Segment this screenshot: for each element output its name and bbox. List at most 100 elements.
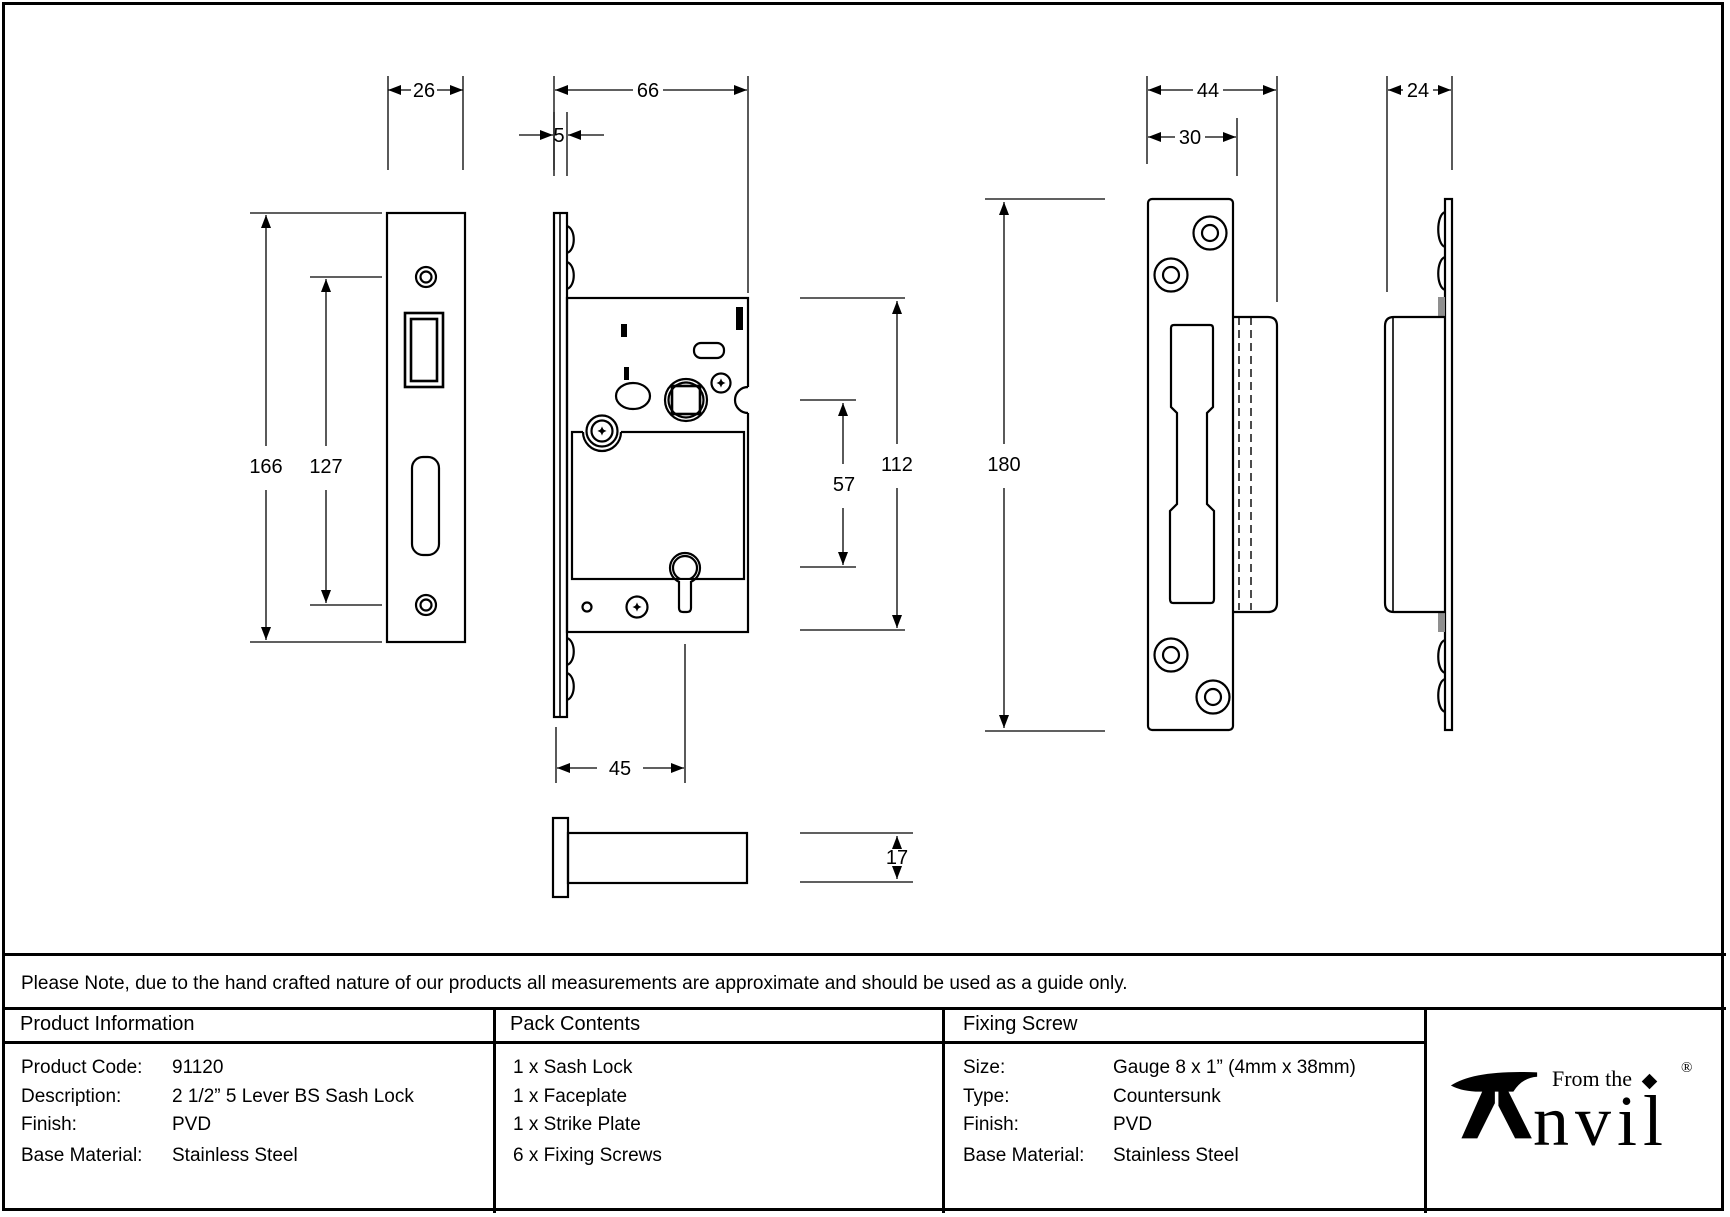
dim-backset: 45 xyxy=(555,644,686,783)
dim-label: 180 xyxy=(987,454,1020,476)
row-label: Base Material: xyxy=(21,1145,143,1166)
dim-faceplate-height: 166 xyxy=(249,212,382,643)
row-label: Base Material: xyxy=(963,1145,1085,1166)
faceplate-front-view xyxy=(385,211,467,644)
screw xyxy=(710,372,732,394)
dim-strike-height: 180 xyxy=(985,198,1105,732)
row-value: Countersunk xyxy=(1113,1086,1221,1107)
spindle-hole xyxy=(663,377,709,423)
screw-hole-bottom xyxy=(414,593,438,617)
dim-spindle-to-key: 57 xyxy=(800,399,856,568)
table-row: Description: 2 1/2” 5 Lever BS Sash Lock xyxy=(21,1086,414,1108)
dim-case-height: 112 xyxy=(800,297,913,631)
dim-faceplate-width: 26 xyxy=(387,76,464,170)
dim-screw-spacing: 127 xyxy=(309,276,382,606)
row-label: Description: xyxy=(21,1086,122,1107)
anvil-icon xyxy=(1450,1071,1538,1139)
row-label: Finish: xyxy=(963,1114,1019,1135)
strike-plate-side-view xyxy=(1383,197,1454,732)
dim-label: 112 xyxy=(881,454,913,476)
row-label: Finish: xyxy=(21,1114,77,1135)
faceplate-edge-bumps xyxy=(566,224,575,702)
table-row: Size: Gauge 8 x 1” (4mm x 38mm) xyxy=(963,1057,1356,1079)
dim-label: 166 xyxy=(249,456,282,478)
dim-faceplate-thickness: 5 xyxy=(519,112,604,176)
fixing-screw-header: Fixing Screw xyxy=(963,1013,1078,1035)
screw-hole xyxy=(1192,215,1228,251)
row-value: Gauge 8 x 1” (4mm x 38mm) xyxy=(1113,1057,1356,1078)
row-value: PVD xyxy=(172,1114,212,1135)
divider xyxy=(4,1041,1424,1044)
column-divider xyxy=(493,1007,496,1213)
registered-mark: ® xyxy=(1681,1060,1693,1076)
dim-strike-face-width: 30 xyxy=(1148,118,1238,176)
pill-slot xyxy=(692,341,726,360)
screw-hole xyxy=(1195,679,1231,715)
lock-case-front-view xyxy=(552,211,761,719)
case-profile xyxy=(566,831,749,885)
keep-box xyxy=(1233,315,1279,614)
pin-hole xyxy=(581,601,593,613)
pack-contents-item: 6 x Fixing Screws xyxy=(513,1145,662,1166)
pack-contents-item: 1 x Strike Plate xyxy=(513,1114,641,1135)
row-label: Size: xyxy=(963,1057,1006,1078)
pack-contents-item: 1 x Faceplate xyxy=(513,1086,628,1107)
table-row: Base Material: Stainless Steel xyxy=(21,1145,298,1167)
latch-bolt-aperture xyxy=(403,311,445,389)
screw xyxy=(585,414,619,448)
measurement-note: Please Note, due to the hand crafted nat… xyxy=(21,973,1128,994)
pack-contents-item: 1 x Sash Lock xyxy=(513,1057,633,1078)
column-divider xyxy=(942,1007,945,1213)
logo-wordmark: nvil xyxy=(1533,1081,1670,1161)
dim-label: 44 xyxy=(1197,80,1219,102)
dim-label: 5 xyxy=(553,125,564,147)
technical-drawing: 26 166 127 66 5 xyxy=(249,76,1454,899)
logo-tagline: From the xyxy=(1552,1066,1633,1091)
divider xyxy=(4,1007,1726,1010)
dim-label: 17 xyxy=(886,847,908,869)
dim-case-depth: 66 xyxy=(553,76,749,293)
table-row: Base Material:Stainless Steel xyxy=(963,1145,1239,1167)
dim-strike-depth: 24 xyxy=(1386,76,1453,292)
row-value: 2 1/2” 5 Lever BS Sash Lock xyxy=(172,1086,414,1107)
faceplate-outline xyxy=(385,211,467,644)
strike-plate-front-view xyxy=(1146,197,1279,732)
row-value: 91120 xyxy=(172,1057,224,1078)
table-row: Product Code: 91120 xyxy=(21,1057,223,1079)
bolt-aperture xyxy=(1168,323,1216,605)
dim-label: 24 xyxy=(1407,80,1429,102)
product-information-header: Product Information xyxy=(20,1013,195,1035)
pack-contents-header: Pack Contents xyxy=(510,1013,641,1035)
dim-label: 45 xyxy=(609,758,631,780)
table-row: Finish:PVD xyxy=(963,1114,1152,1136)
strike-plate-outline xyxy=(1146,197,1235,732)
dim-case-thickness: 17 xyxy=(800,832,913,883)
row-value: Stainless Steel xyxy=(172,1145,298,1166)
screw-hole xyxy=(1153,257,1189,293)
hidden-lines xyxy=(1238,317,1252,610)
keyhole xyxy=(668,551,702,614)
oval-hole xyxy=(614,381,652,411)
dim-label: 26 xyxy=(413,80,435,102)
plate-edge-bumps xyxy=(1437,210,1446,714)
screw-hole-top xyxy=(414,265,438,289)
dim-label: 57 xyxy=(833,474,855,496)
dim-label: 127 xyxy=(309,456,342,478)
plate-edge xyxy=(1443,197,1454,732)
column-divider xyxy=(1424,1007,1427,1213)
table-row: Finish: PVD xyxy=(21,1114,211,1136)
lock-case-outline xyxy=(565,296,750,634)
keep-box-side xyxy=(1383,315,1445,614)
divider xyxy=(4,953,1726,956)
screw xyxy=(625,595,649,619)
dim-strike-width: 44 xyxy=(1146,76,1278,302)
faceplate-edge xyxy=(551,816,570,899)
row-label: Type: xyxy=(963,1086,1010,1107)
lever-cover-plate xyxy=(570,430,746,581)
keyhole-slot xyxy=(410,455,441,557)
edge-notch xyxy=(733,385,749,415)
dim-label: 66 xyxy=(637,80,659,102)
row-label: Product Code: xyxy=(21,1057,143,1078)
